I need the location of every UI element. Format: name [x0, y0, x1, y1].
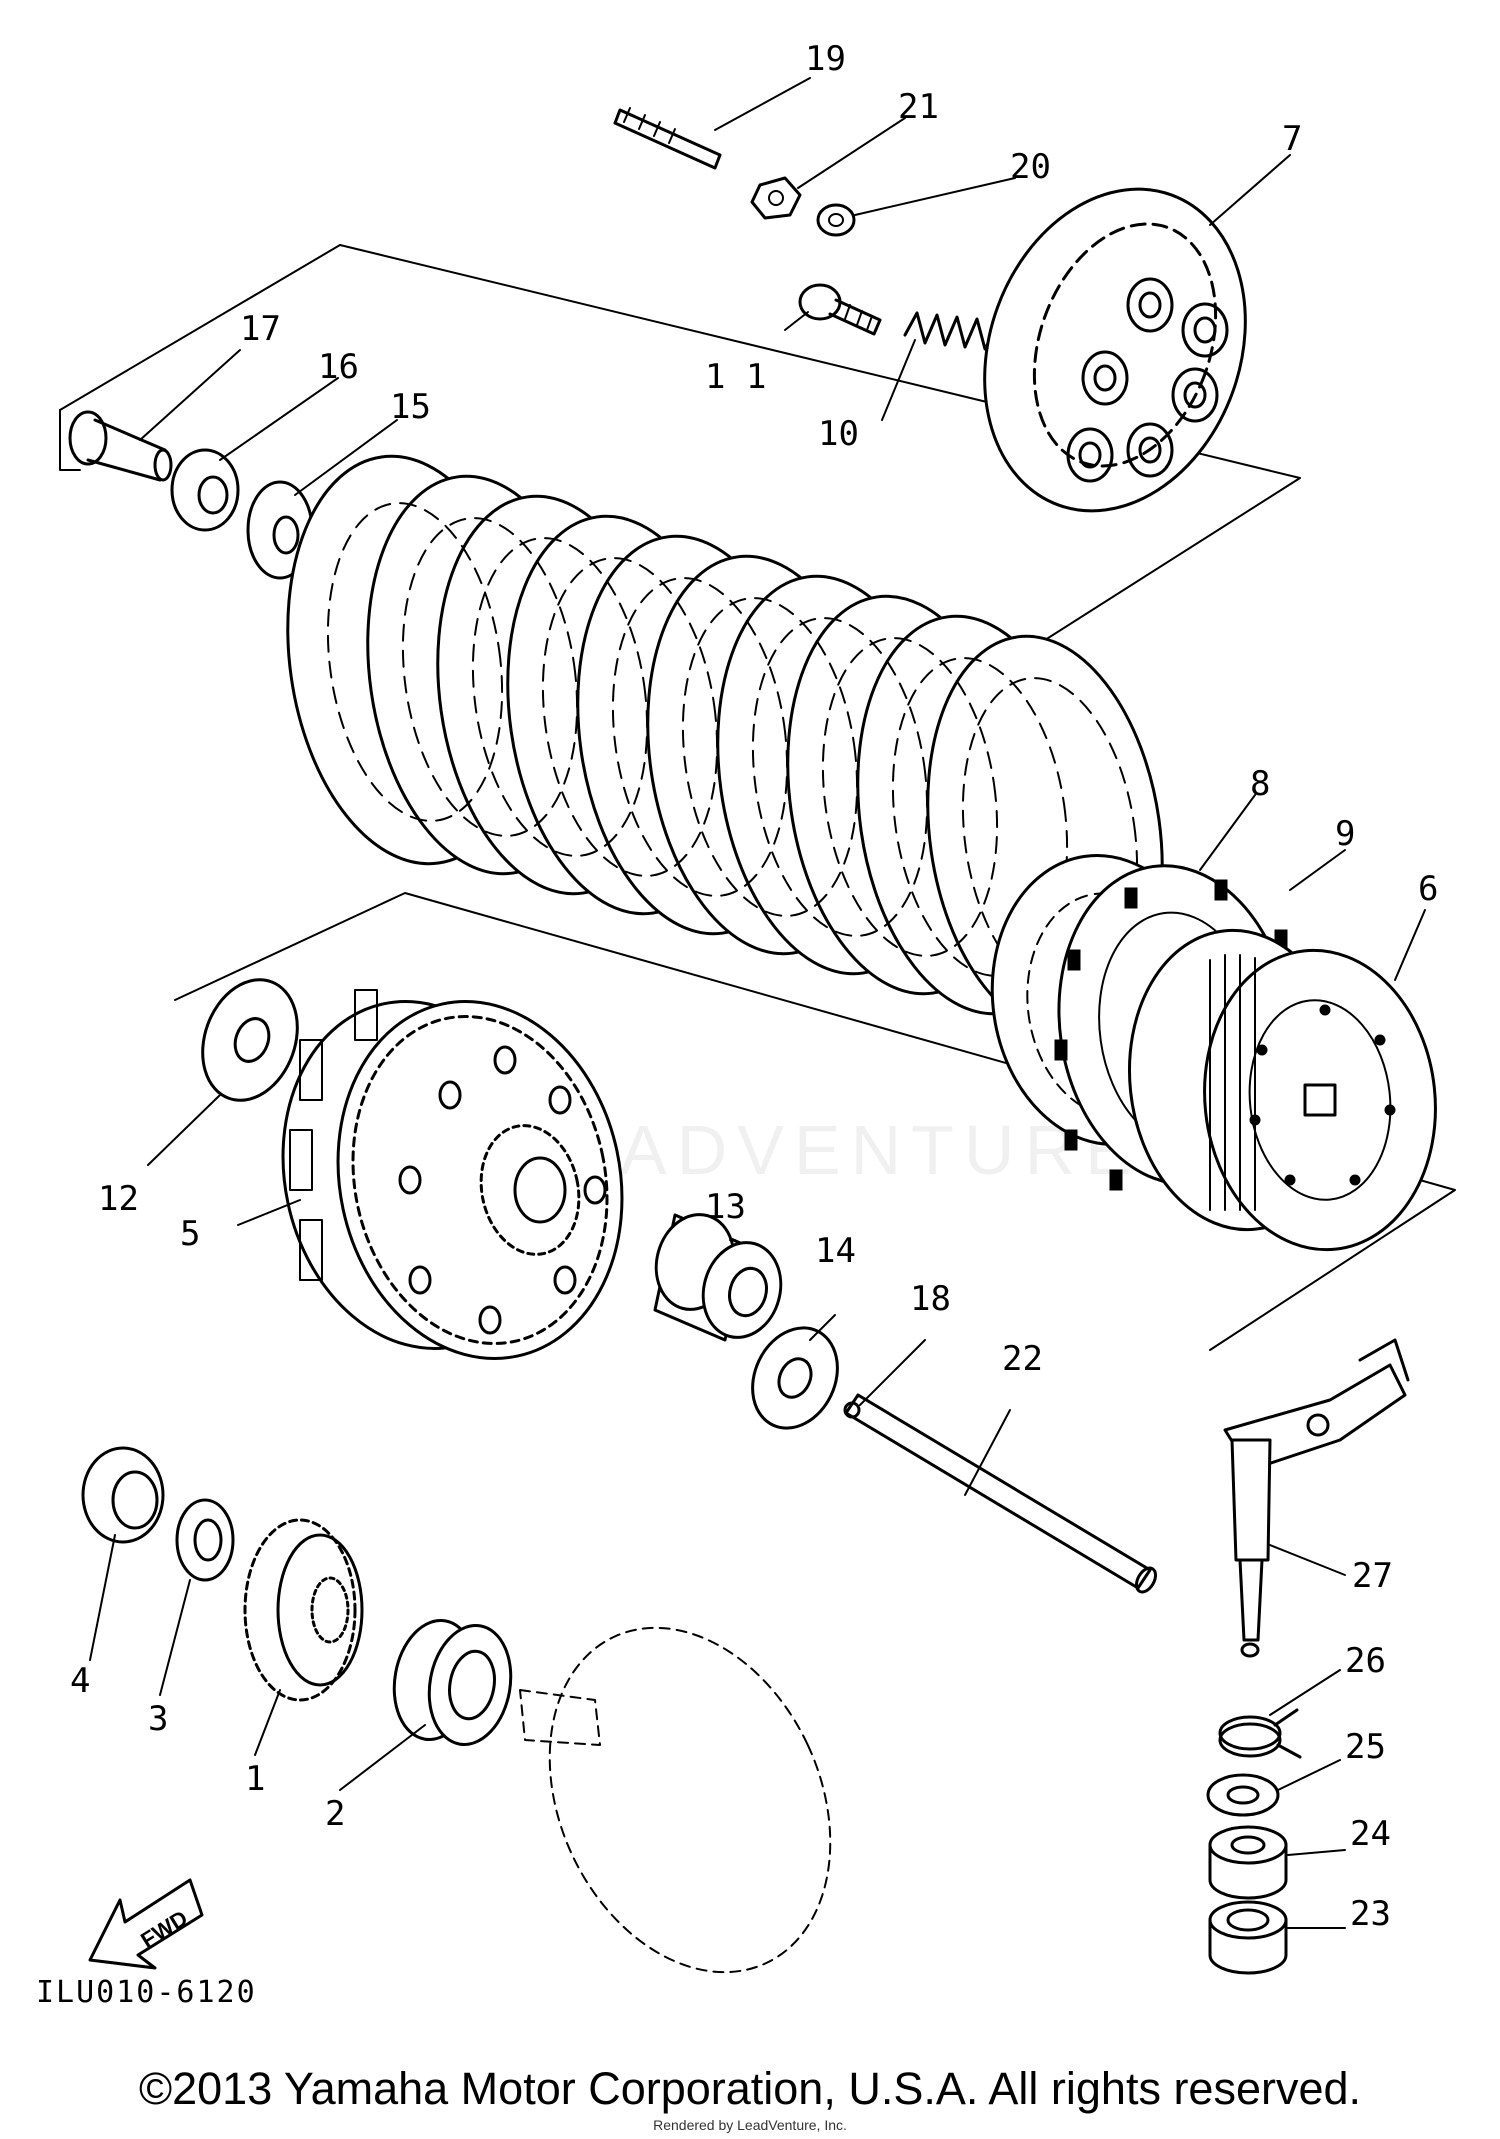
part-3-lock-washer: [175, 1498, 235, 1582]
callout-13: 13: [705, 1187, 746, 1227]
leader-lines: [89, 77, 1426, 1929]
forward-direction-arrow: FWD: [88, 1878, 204, 1970]
callout-22: 22: [1002, 1339, 1043, 1379]
part-14-washer: [751, 1326, 839, 1430]
callout-19: 19: [805, 39, 846, 79]
callout-24: 24: [1350, 1814, 1391, 1854]
part-21-nut: [750, 176, 802, 220]
callout-12: 12: [98, 1179, 139, 1219]
callout-21: 21: [898, 87, 939, 127]
part-11-bolt: [798, 283, 882, 336]
part-19-screw: [613, 107, 722, 170]
group-outline-upper-left: [59, 409, 81, 471]
part-26-spring: [1218, 1708, 1302, 1759]
callout-7: 7: [1282, 119, 1302, 159]
part-7-pressure-plate: [983, 187, 1247, 513]
part-16-bearing: [170, 448, 240, 532]
callout-3: 3: [148, 1699, 168, 1739]
callout-10: 10: [818, 414, 859, 454]
part-4-nut: [81, 1446, 165, 1544]
group-outline-upper: [59, 244, 1301, 641]
part-27-push-lever: [1223, 1338, 1410, 1658]
callout-11: 1 1: [705, 357, 766, 397]
callout-6: 6: [1418, 869, 1438, 909]
crankshaft-reference: [519, 1626, 832, 1974]
part-17-push-rod: [68, 410, 173, 482]
part-1-primary-drive-gear: [243, 1518, 364, 1702]
part-5-clutch-housing: [281, 989, 624, 1360]
callout-18: 18: [910, 1279, 951, 1319]
clutch-plate-stack: [286, 454, 1164, 1036]
part-12-thrust-washer: [201, 978, 299, 1102]
callout-2: 2: [325, 1794, 345, 1834]
part-13-spacer: [653, 1213, 783, 1342]
callout-27: 27: [1352, 1556, 1393, 1596]
part-10-spring: [903, 311, 999, 351]
callout-17: 17: [240, 309, 281, 349]
callout-25: 25: [1345, 1727, 1386, 1767]
callout-15: 15: [390, 387, 431, 427]
callout-26: 26: [1345, 1641, 1386, 1681]
callout-23: 23: [1350, 1894, 1391, 1934]
callout-9: 9: [1335, 814, 1355, 854]
callout-5: 5: [180, 1214, 200, 1254]
rendered-by-notice: Rendered by LeadVenture, Inc.: [653, 2117, 847, 2133]
callout-16: 16: [318, 347, 359, 387]
callout-1: 1: [245, 1759, 265, 1799]
part-22-push-rod: [844, 1393, 1157, 1594]
copyright-notice: ©2013 Yamaha Motor Corporation, U.S.A. A…: [138, 2063, 1362, 2114]
group-outline-lower: [174, 892, 1456, 1351]
part-2-collar: [392, 1619, 513, 1746]
part-code: ILU010-6120: [36, 1975, 257, 2010]
part-6-clutch-boss: [1127, 928, 1437, 1252]
part-23-bearing: [1208, 1900, 1288, 1975]
part-24-oil-seal: [1208, 1825, 1288, 1900]
callout-8: 8: [1250, 764, 1270, 804]
watermark-text: ADVENTURE: [620, 1111, 1142, 1189]
part-20-washer: [816, 203, 856, 237]
callout-labels: 19 21 20 7 1 1 10 17 16 15 8 9 6 12 5 13…: [70, 39, 1438, 1934]
callout-14: 14: [815, 1231, 856, 1271]
part-25-washer: [1206, 1773, 1280, 1817]
callout-20: 20: [1010, 147, 1051, 187]
callout-4: 4: [70, 1661, 90, 1701]
